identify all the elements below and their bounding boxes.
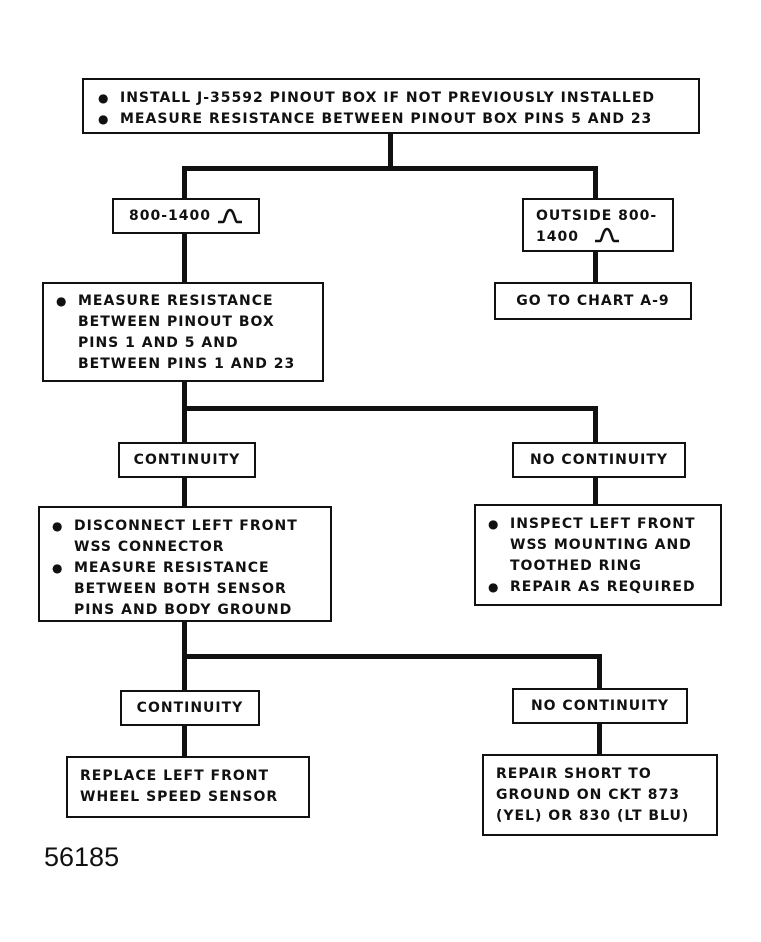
disconnect-box: DISCONNECT LEFT FRONT WSS CONNECTOR MEAS… <box>38 506 332 622</box>
connector-right-3 <box>597 654 602 690</box>
connector-outside-down <box>593 250 598 284</box>
replace-sensor-label: REPLACE LEFT FRONT WHEEL SPEED SENSOR <box>80 768 279 805</box>
goto-chart-label: GO TO CHART A-9 <box>516 292 670 309</box>
outside-range-box: OUTSIDE 800- 1400 <box>522 198 674 252</box>
inspect-line-1: INSPECT LEFT FRONT WSS MOUNTING AND TOOT… <box>484 514 712 577</box>
goto-chart-box: GO TO CHART A-9 <box>494 282 692 320</box>
connector-nocont2-down <box>597 722 602 756</box>
connector-inrange-down <box>182 232 187 284</box>
in-range-label: 800-1400 <box>129 207 211 224</box>
connector-branch-1 <box>182 166 598 171</box>
ohm-wave-icon <box>595 227 619 243</box>
replace-sensor-box: REPLACE LEFT FRONT WHEEL SPEED SENSOR <box>66 756 310 818</box>
measure-pins-box: MEASURE RESISTANCE BETWEEN PINOUT BOX PI… <box>42 282 324 382</box>
continuity-2-box: CONTINUITY <box>120 690 260 726</box>
connector-measure-down <box>182 380 187 444</box>
inspect-box: INSPECT LEFT FRONT WSS MOUNTING AND TOOT… <box>474 504 722 606</box>
measure-pins-line: MEASURE RESISTANCE BETWEEN PINOUT BOX PI… <box>52 291 314 375</box>
no-continuity-2-label: NO CONTINUITY <box>530 697 670 714</box>
start-step-line-1: INSTALL J-35592 PINOUT BOX IF NOT PREVIO… <box>94 88 688 109</box>
repair-short-label: REPAIR SHORT TO GROUND ON CKT 873 (YEL) … <box>496 766 690 824</box>
continuity-1-label: CONTINUITY <box>133 451 241 468</box>
connector-branch-3 <box>182 654 602 659</box>
inspect-line-2: REPAIR AS REQUIRED <box>484 577 712 598</box>
connector-cont2-down <box>182 724 187 758</box>
outside-range-label: OUTSIDE 800- 1400 <box>536 208 658 245</box>
disconnect-line-1: DISCONNECT LEFT FRONT WSS CONNECTOR <box>48 516 322 558</box>
connector-branch-2 <box>182 406 598 411</box>
continuity-2-label: CONTINUITY <box>136 699 244 716</box>
no-continuity-2-box: NO CONTINUITY <box>512 688 688 724</box>
in-range-box: 800-1400 <box>112 198 260 234</box>
connector-right-1 <box>593 166 598 200</box>
ohm-wave-icon <box>218 208 242 224</box>
no-continuity-1-label: NO CONTINUITY <box>529 451 669 468</box>
figure-number: 56185 <box>44 842 120 872</box>
connector-nocont1-down <box>593 476 598 506</box>
start-step-box: INSTALL J-35592 PINOUT BOX IF NOT PREVIO… <box>82 78 700 134</box>
disconnect-line-2: MEASURE RESISTANCE BETWEEN BOTH SENSOR P… <box>48 558 322 621</box>
continuity-1-box: CONTINUITY <box>118 442 256 478</box>
repair-short-box: REPAIR SHORT TO GROUND ON CKT 873 (YEL) … <box>482 754 718 836</box>
connector-cont1-down <box>182 476 187 508</box>
connector-left-1 <box>182 166 187 200</box>
no-continuity-1-box: NO CONTINUITY <box>512 442 686 478</box>
connector-start-down <box>388 132 393 170</box>
connector-right-2 <box>593 406 598 444</box>
start-step-line-2: MEASURE RESISTANCE BETWEEN PINOUT BOX PI… <box>94 109 688 130</box>
